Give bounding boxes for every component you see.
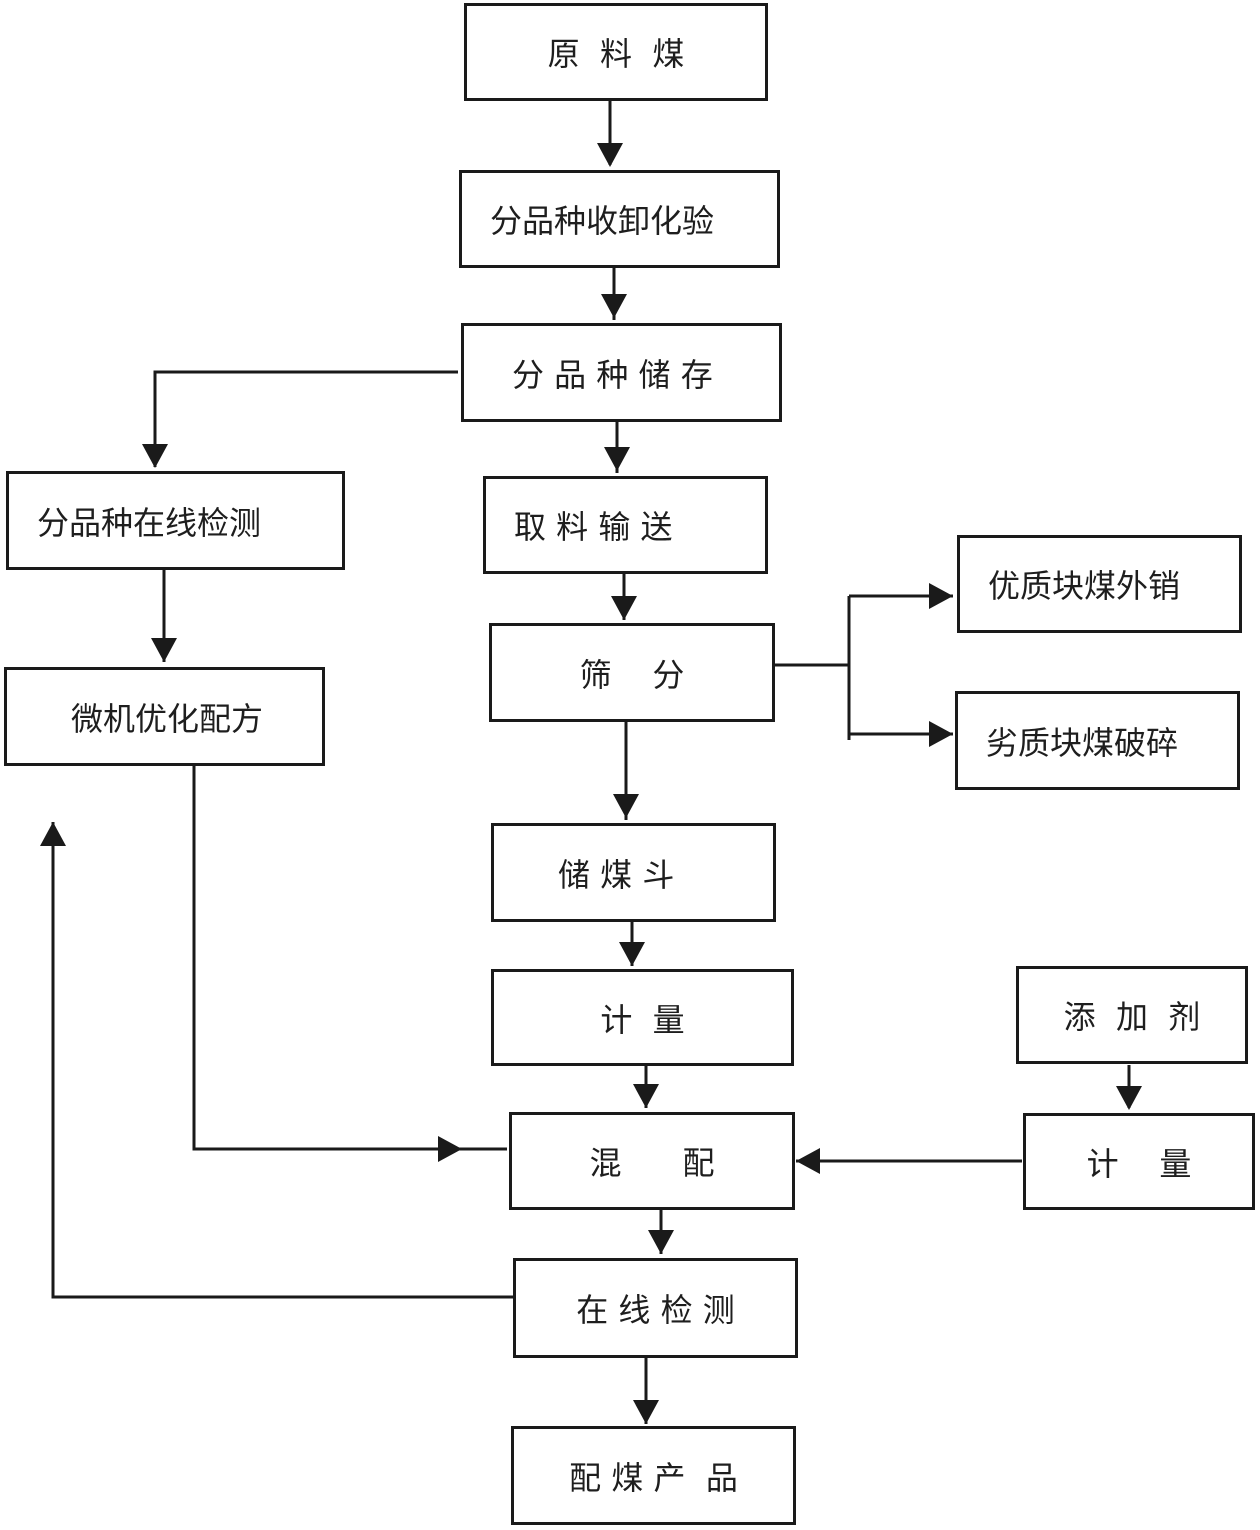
node-label: 分 品 种 储 存 <box>512 355 713 394</box>
node-sort-storage: 分 品 种 储 存 <box>461 323 782 422</box>
arrowhead <box>613 794 639 818</box>
arrowhead <box>40 822 66 846</box>
node-label: 微机优化配方 <box>71 699 264 738</box>
node-raw-coal: 原 料 煤 <box>464 3 768 101</box>
arrowhead <box>1116 1086 1142 1110</box>
node-label: 优质块煤外销 <box>988 567 1181 605</box>
arrowhead <box>929 721 953 747</box>
arrowhead <box>151 638 177 662</box>
arrowhead <box>438 1136 462 1162</box>
node-sort-unload-test: 分品种收卸化验 <box>459 170 780 268</box>
node-label: 计 量 <box>1086 1144 1192 1183</box>
node-label: 在 线 检 测 <box>576 1291 735 1329</box>
node-reclaim-convey: 取 料 输 送 <box>483 476 768 574</box>
arrowhead <box>633 1084 659 1108</box>
node-label: 混 配 <box>589 1144 715 1182</box>
arrowhead <box>619 942 645 966</box>
node-label: 取 料 输 送 <box>514 508 673 546</box>
arrow-detect-feedback <box>51 822 513 1299</box>
node-additive: 添 加 剂 <box>1016 966 1248 1064</box>
arrow-storage-to-online-detect <box>153 370 458 467</box>
arrowhead <box>604 447 630 471</box>
node-metering-1: 计 量 <box>491 969 794 1066</box>
arrowhead <box>796 1148 820 1174</box>
arrowhead <box>648 1230 674 1254</box>
node-screening: 筛 分 <box>489 623 775 722</box>
node-premium-lump-sale: 优质块煤外销 <box>957 535 1242 633</box>
node-label: 筛 分 <box>579 655 685 694</box>
node-blend-product: 配 煤 产 品 <box>511 1426 796 1525</box>
node-label: 分品种在线检测 <box>37 503 262 542</box>
node-metering-2: 计 量 <box>1023 1113 1255 1210</box>
node-label: 储 煤 斗 <box>558 855 675 894</box>
node-mixing: 混 配 <box>509 1112 795 1210</box>
arrowheads <box>40 143 1142 1424</box>
arrowhead <box>597 143 623 167</box>
arrowhead <box>633 1400 659 1424</box>
node-inferior-lump-crush: 劣质块煤破碎 <box>955 691 1240 790</box>
node-label: 配 煤 产 品 <box>569 1458 738 1497</box>
node-label: 原 料 煤 <box>547 35 685 73</box>
arrowhead <box>929 583 953 609</box>
node-online-detect: 在 线 检 测 <box>513 1258 798 1358</box>
node-sort-online-detect: 分品种在线检测 <box>6 471 345 570</box>
node-coal-hopper: 储 煤 斗 <box>491 823 776 922</box>
node-label: 计 量 <box>600 1000 685 1039</box>
node-label: 分品种收卸化验 <box>490 202 715 240</box>
arrowhead <box>611 596 637 620</box>
node-label: 劣质块煤破碎 <box>986 723 1179 762</box>
node-micro-optimize: 微机优化配方 <box>4 667 325 766</box>
arrowhead <box>601 294 627 318</box>
arrowhead <box>142 444 168 468</box>
arrow-optimize-to-mix <box>192 766 507 1151</box>
node-label: 添 加 剂 <box>1063 998 1201 1036</box>
